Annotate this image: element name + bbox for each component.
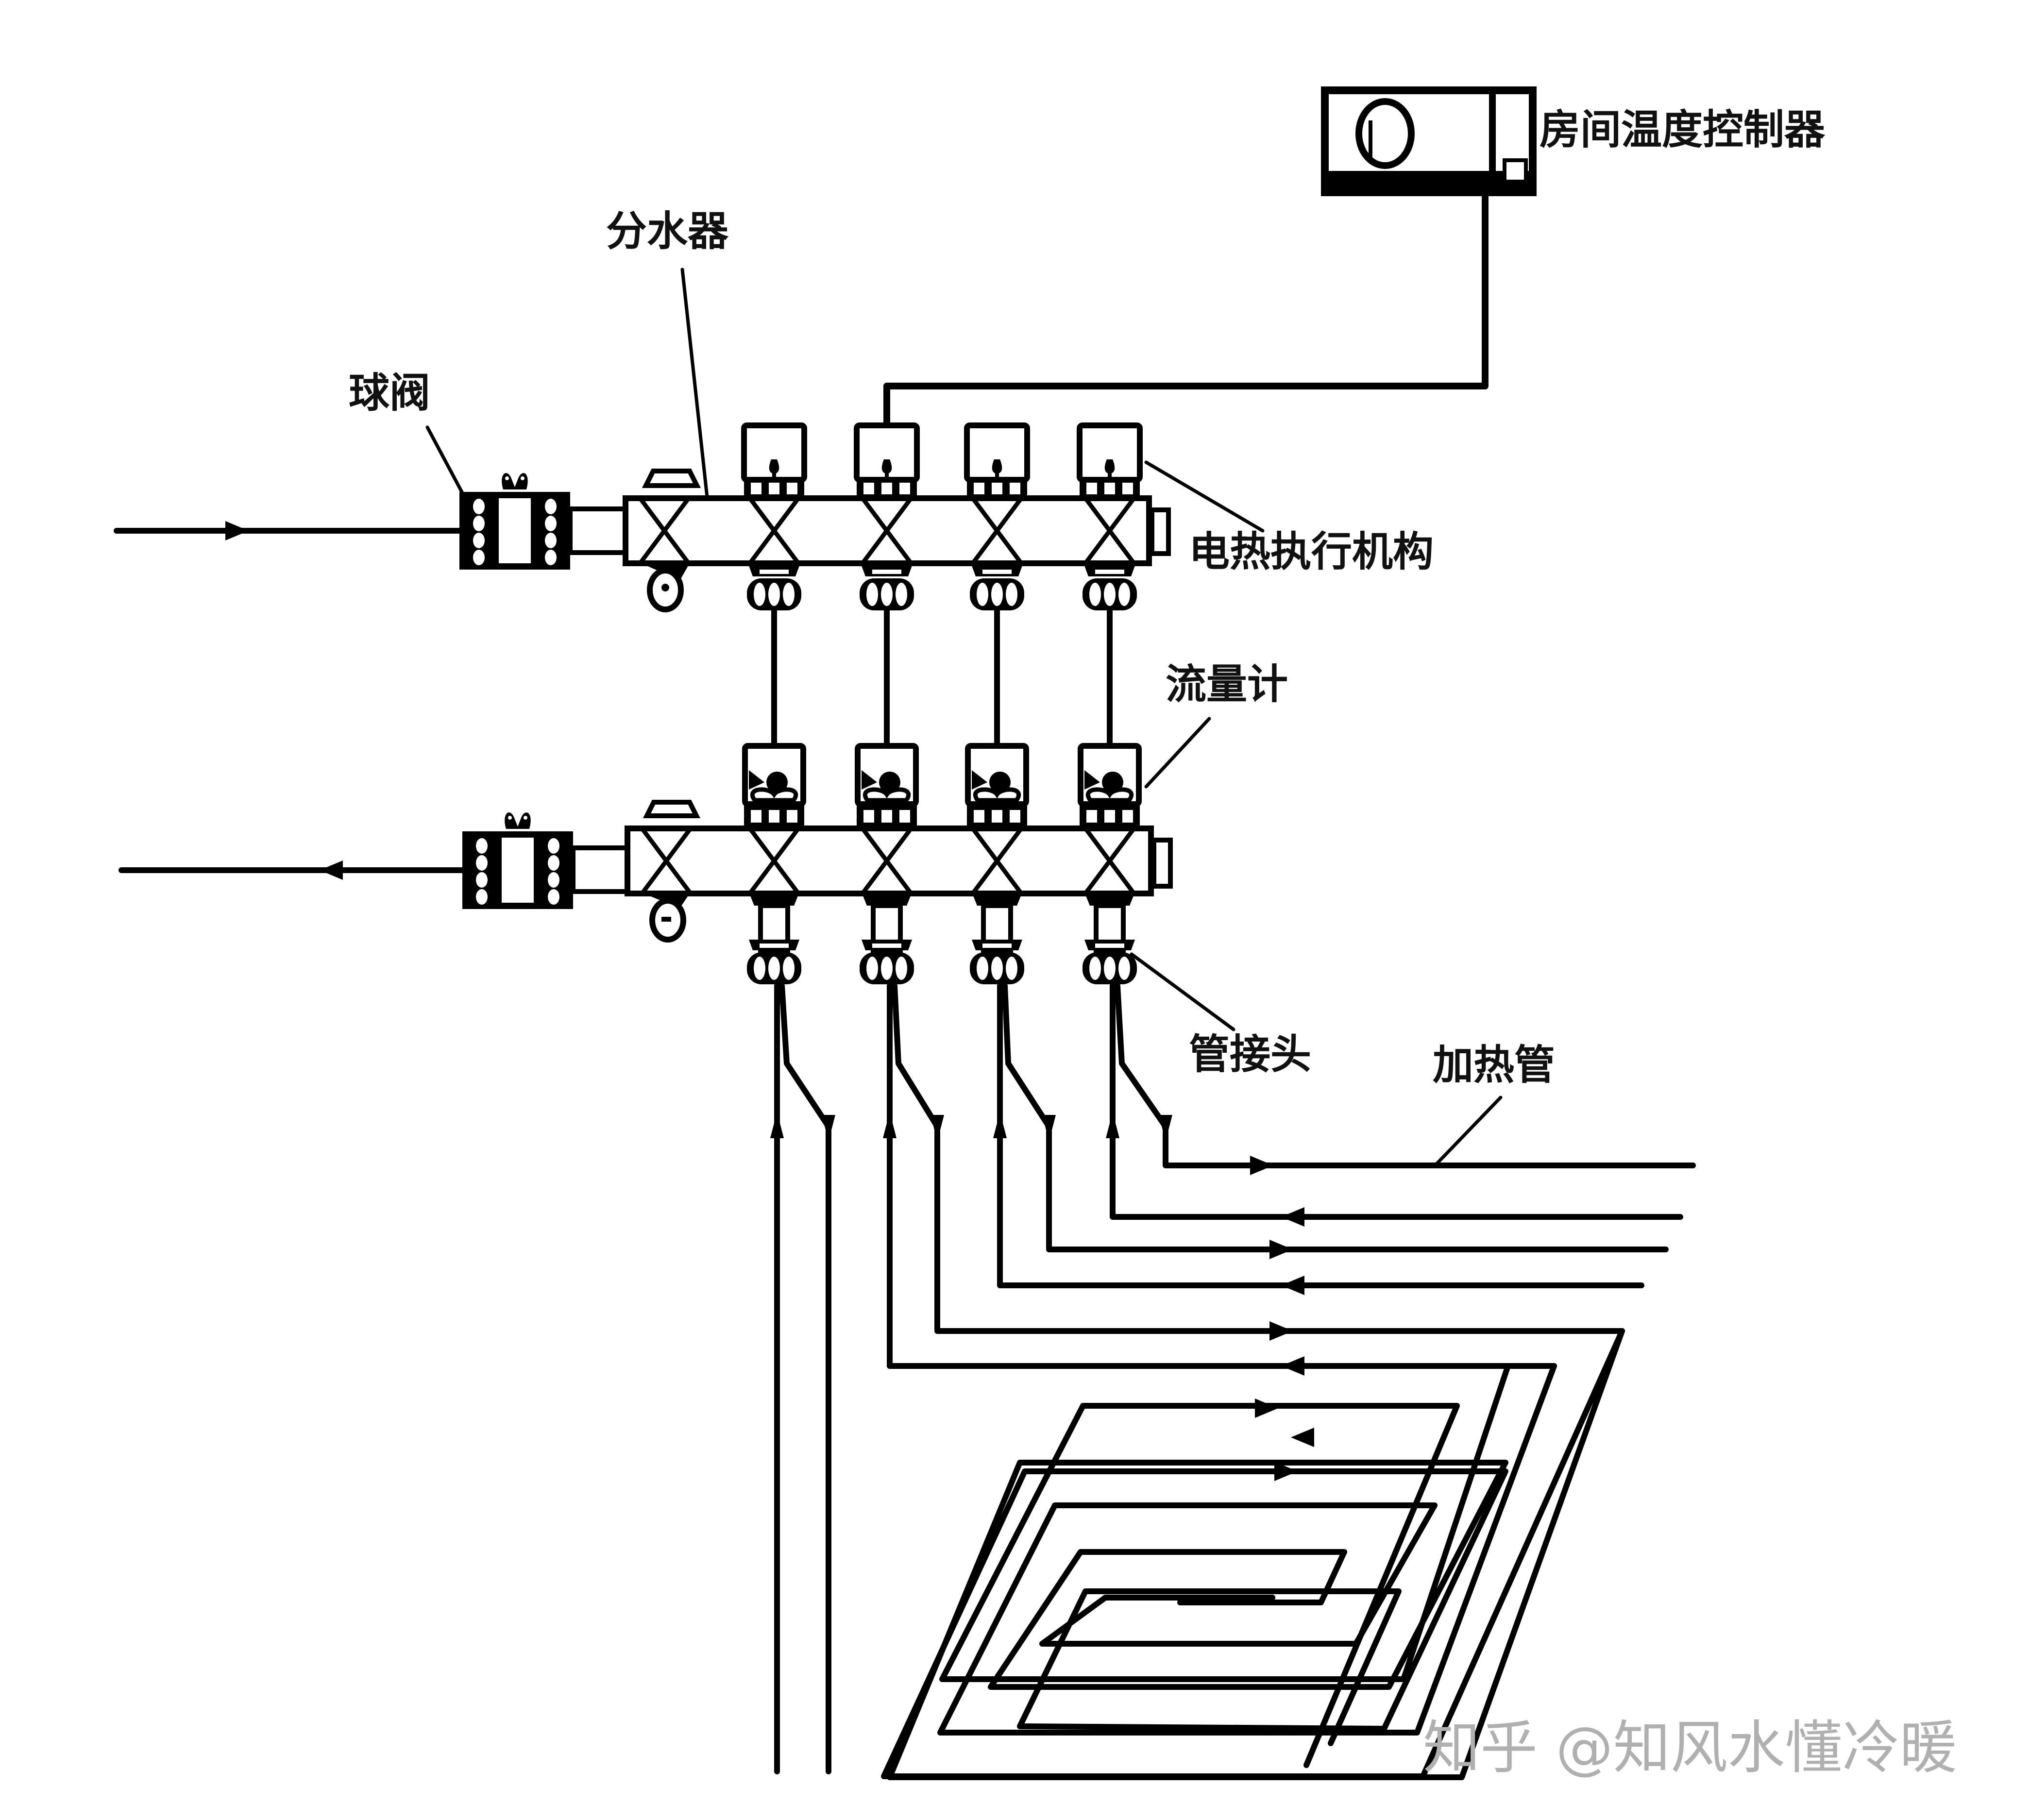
flow-meter-icon [967, 746, 1027, 828]
room-thermostat [1321, 86, 1537, 196]
flow-meter-icon [744, 746, 804, 828]
return-manifold [625, 800, 1173, 943]
loop-4-return [1110, 983, 1683, 1220]
arrow-left-icon [320, 860, 343, 880]
actuator-row [744, 425, 1140, 498]
arrow-right-icon [1255, 1399, 1278, 1418]
ball-valve-icon [462, 812, 573, 909]
arrow-down-icon [822, 1115, 835, 1141]
watermark: 知乎 @知风水懂冷暖 [1423, 1714, 1957, 1781]
heating-coil-rings [887, 1328, 1625, 1780]
arrow-up-icon [770, 1112, 784, 1138]
arrow-down-icon [1159, 1115, 1172, 1141]
actuator-icon [744, 425, 804, 498]
label-supply-manifold: 分水器 [606, 207, 729, 255]
loop-3-supply [1002, 983, 1669, 1252]
arrow-right-icon [1269, 1240, 1293, 1259]
supply-manifold [623, 469, 1171, 612]
leader-flow-meter [1144, 717, 1211, 789]
label-pipe-fitting: 管接头 [1189, 1030, 1311, 1078]
flow-meter-row [744, 746, 1140, 828]
arrow-left-icon [1291, 1428, 1314, 1447]
arrow-right-icon [1250, 1156, 1273, 1175]
heating-pipes [774, 983, 1696, 1774]
arrow-up-icon [1106, 1112, 1119, 1138]
arrow-up-icon [993, 1112, 1007, 1138]
label-actuator: 电热执行机构 [1189, 528, 1434, 575]
supply-unions [747, 566, 1137, 610]
leader-actuator [1144, 460, 1265, 533]
arrow-down-icon [930, 1115, 944, 1141]
nipple-connector [571, 845, 633, 894]
arrow-left-icon [1281, 1356, 1304, 1376]
arrow-left-icon [1281, 1207, 1304, 1227]
arrow-down-icon [1042, 1115, 1056, 1141]
label-heating-pipe: 加热管 [1433, 1041, 1555, 1089]
ball-valve-icon [459, 473, 570, 570]
loop-1-supply [779, 983, 831, 1774]
arrow-right-icon [225, 521, 249, 540]
leader-pipe-fitting [1130, 952, 1235, 1031]
label-ball-valve: 球阀 [349, 369, 430, 417]
arrow-right-icon [1269, 1321, 1293, 1341]
actuator-icon [967, 425, 1027, 498]
actuator-icon [1080, 425, 1140, 498]
leader-heating-pipe [1433, 1095, 1503, 1167]
label-room-thermostat: 房间温度控制器 [1539, 106, 1826, 153]
control-wire [883, 191, 1489, 426]
loop-3-return [997, 983, 1644, 1288]
leader-ball-valve [425, 425, 468, 502]
label-flow-meter: 流量计 [1166, 660, 1288, 708]
actuator-icon [857, 425, 917, 498]
flow-meter-icon [857, 746, 917, 828]
arrow-left-icon [1281, 1276, 1304, 1295]
flow-meter-icon [1080, 746, 1140, 828]
arrow-up-icon [883, 1112, 897, 1138]
risers [771, 608, 1113, 746]
nipple-connector [568, 506, 631, 555]
leader-supply-manifold [680, 268, 711, 517]
return-unions [747, 896, 1137, 984]
